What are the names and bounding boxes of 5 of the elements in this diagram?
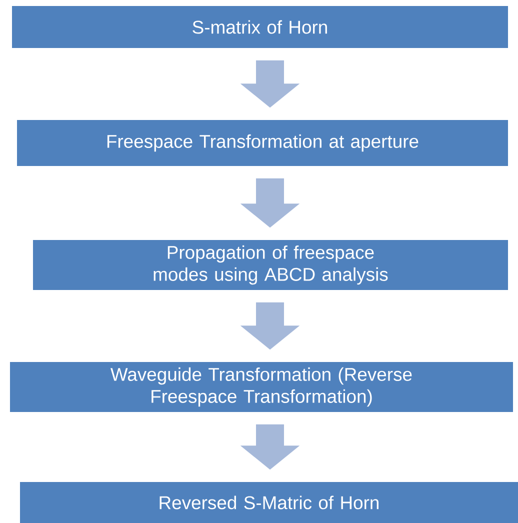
process-box: S-matrix of Horn [12,6,508,48]
process-box: Propagation of freespace modes using ABCD analysis [33,240,508,290]
process-box: Waveguide Transformation (Reverse Freespace Transformation) [10,362,513,412]
process-box: Freespace Transformation at aperture [17,120,508,166]
process-box: Reversed S-Matric of Horn [20,482,518,523]
